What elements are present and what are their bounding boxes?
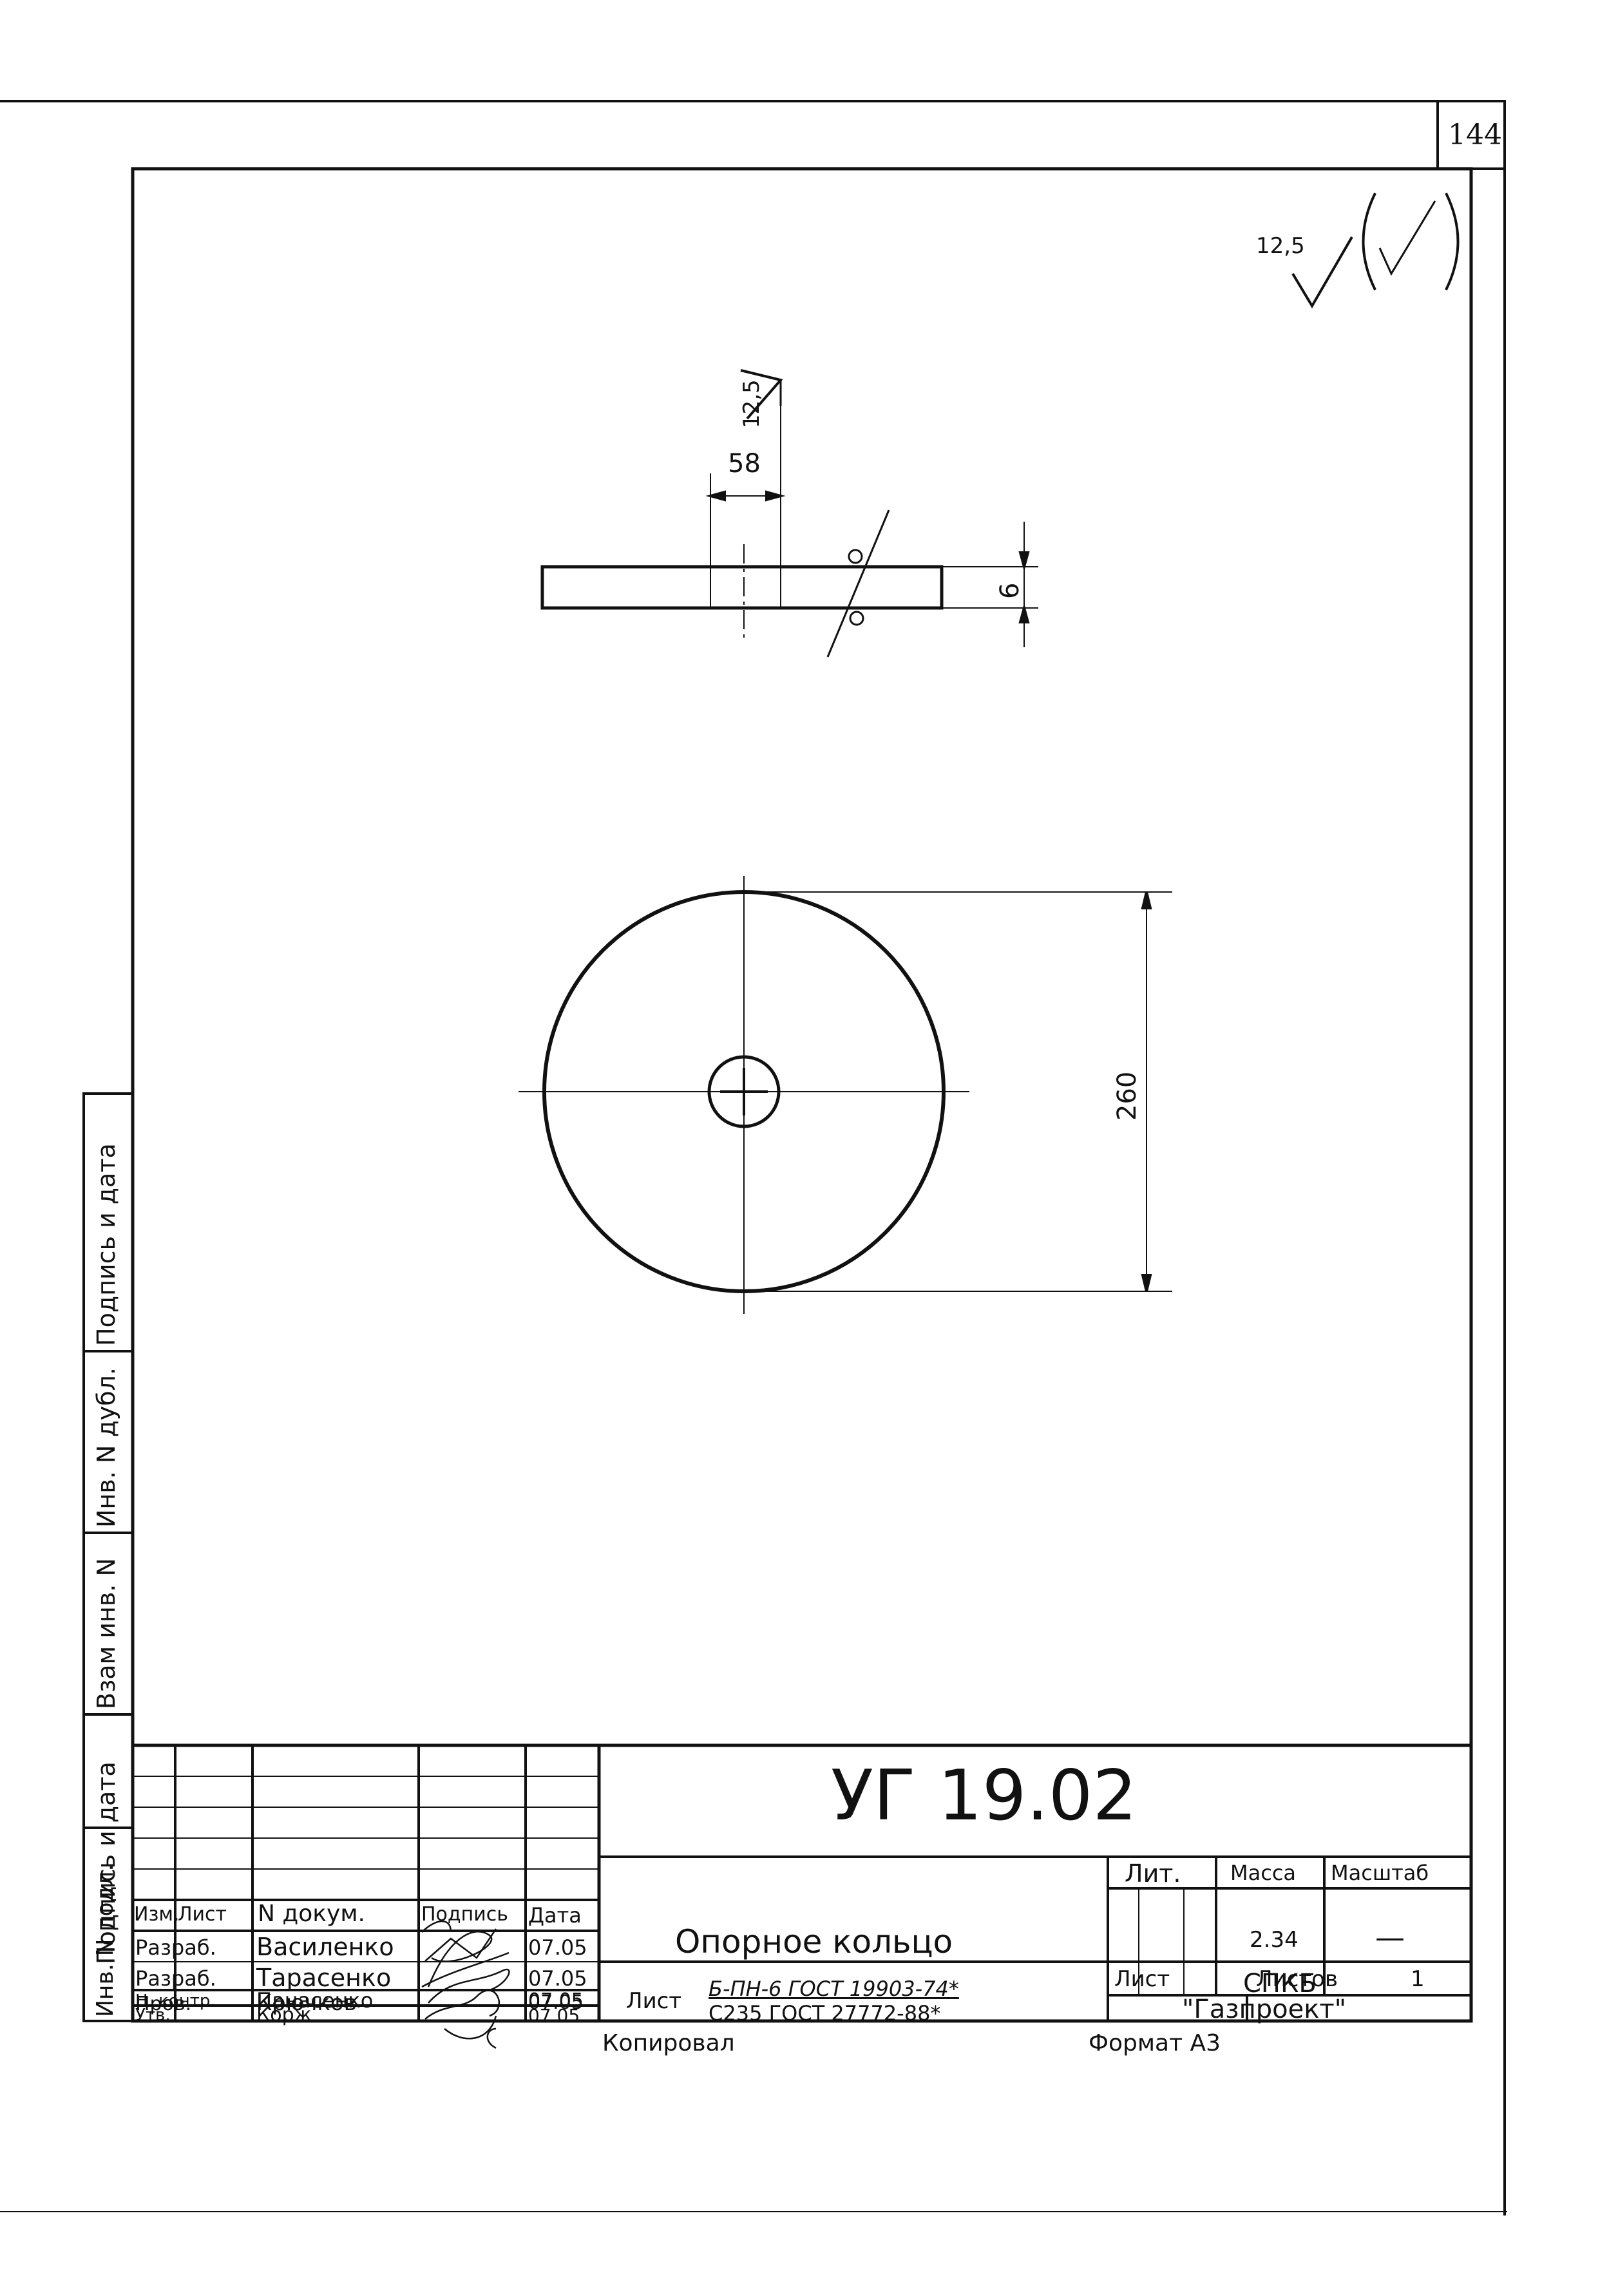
material-line-2: С235 ГОСТ 27772-88*	[709, 2001, 941, 2026]
stamp-podpis-data-1: Подпись и дата	[92, 1143, 120, 1346]
dimension-6: 6	[995, 582, 1025, 599]
org-line-1-text: СПКБ	[1243, 1969, 1317, 1998]
header-izm: Изм.	[134, 1903, 180, 1926]
stamp-vzam-inv: Взам инв. N	[92, 1558, 120, 1709]
lit-label: Лит.	[1125, 1859, 1181, 1888]
roughness-local-value: 12,5	[739, 379, 765, 428]
dimension-260: 260	[1112, 1071, 1142, 1121]
stamp-inv-podl: Инв. N подл.	[92, 1864, 119, 2017]
role-row-5-role: Н. контр.	[135, 1991, 216, 2011]
role-row-1-date: 07.05	[528, 1935, 587, 1960]
plate-side-view	[540, 565, 944, 610]
format-label: Формат А3	[1089, 2030, 1221, 2056]
roughness-general-value: 12,5	[1256, 233, 1305, 259]
role-row-6-date: 07.05	[528, 2005, 580, 2026]
material-line-1: Б-ПН-6 ГОСТ 19903-74*	[709, 1977, 959, 2001]
stamp-inv-dubl: Инв. N дубл.	[92, 1367, 120, 1528]
copied-label: Копировал	[602, 2030, 735, 2056]
role-row-2-date: 07.05	[528, 1966, 587, 1991]
role-row-1-person: Василенко	[256, 1933, 394, 1961]
org-line-2-text: "Газпроект"	[1182, 1995, 1347, 2024]
material-prefix: Лист	[626, 1988, 682, 2014]
main-border	[131, 167, 1473, 2023]
sheet-label: Лист	[1114, 1966, 1170, 1992]
role-row-1-role: Разраб.	[135, 1935, 216, 1960]
roughness-symbol-general	[1291, 236, 1353, 308]
header-sign: Подпись	[421, 1903, 508, 1926]
role-row-6-person: Корж	[256, 2004, 312, 2026]
scale-value: —	[1375, 1920, 1405, 1955]
sheets-label: Листов	[1256, 1966, 1338, 1992]
role-row-6-role: Утв.	[135, 2006, 171, 2025]
sheets-value: 1	[1411, 1966, 1425, 1992]
designation: УГ 19.02	[831, 1756, 1137, 1836]
header-list: Лист	[178, 1903, 227, 1926]
role-row-3-date: 07.05	[528, 1991, 584, 2014]
role-row-2-person: Тарасенко	[256, 1964, 392, 1992]
mass-value: 2.34	[1250, 1927, 1299, 1953]
header-doc: N докум.	[258, 1901, 365, 1927]
role-row-3-role: Пров.	[135, 1993, 192, 2015]
role-row-5-person: Панасенко	[256, 1988, 374, 2013]
mass-label: Масса	[1230, 1861, 1297, 1885]
page-number: 144	[1448, 119, 1502, 151]
role-row-5-date: 07.05	[528, 1989, 584, 2012]
header-date: Дата	[528, 1903, 582, 1928]
signatures	[421, 1920, 510, 2049]
side-stamp-frame	[82, 1092, 134, 2022]
role-row-3-person: Крючков	[256, 1990, 357, 2016]
role-row-2-role: Разраб.	[135, 1966, 216, 1991]
dimension-58: 58	[728, 449, 761, 479]
drawing-name: Опорное кольцо	[675, 1923, 953, 1960]
scale-label: Масштаб	[1331, 1861, 1429, 1885]
